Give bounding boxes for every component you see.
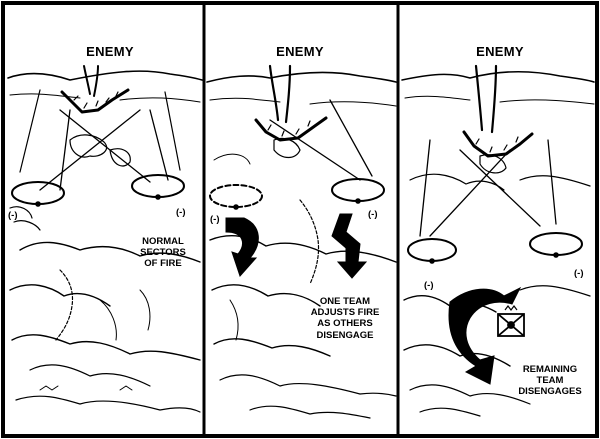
enemy-label-panel-3: ENEMY — [476, 44, 524, 59]
sector-line — [59, 109, 71, 191]
enemy-label-panel-2: ENEMY — [276, 44, 324, 59]
enemy-approach — [474, 64, 498, 134]
team-position-left-vacated — [209, 184, 263, 208]
enemy-approach — [83, 65, 99, 97]
enemy-approach — [268, 64, 292, 124]
sector-line — [39, 109, 141, 191]
position-mark: (-) — [574, 268, 584, 279]
sector-line — [429, 149, 511, 237]
sector-line — [59, 109, 151, 183]
panel-1-drawing — [7, 65, 203, 413]
caption-normal-sectors-of-fire: NORMAL SECTORS OF FIRE — [140, 236, 186, 270]
sector-line — [419, 139, 431, 237]
withdrawal-arrow — [448, 286, 522, 385]
withdrawal-arrow — [331, 213, 368, 279]
horizon-line — [7, 70, 203, 81]
panel-2-drawing — [206, 64, 397, 419]
withdrawal-arrow — [225, 217, 259, 277]
horizon-line — [401, 70, 595, 83]
position-mark: (-) — [176, 207, 186, 218]
panel-3-drawing — [401, 64, 595, 417]
enemy-label-panel-1: ENEMY — [86, 44, 134, 59]
sector-line — [547, 139, 557, 225]
enemy-position — [462, 130, 534, 158]
sector-line — [149, 109, 169, 181]
sector-line — [269, 119, 361, 181]
caption-remaining-team-disengages: REMAINING TEAM DISENGAGES — [518, 364, 582, 398]
enemy-position — [60, 88, 130, 114]
sector-line — [329, 99, 373, 177]
position-mark: (-) — [8, 210, 18, 221]
unit-symbol-icon — [497, 305, 525, 337]
position-mark: (-) — [424, 280, 434, 291]
sector-line — [459, 149, 541, 227]
enemy-position — [254, 116, 328, 142]
position-mark: (-) — [210, 214, 220, 225]
horizon-line — [206, 71, 397, 83]
position-mark: (-) — [368, 209, 378, 220]
caption-one-team-adjusts-fire: ONE TEAM ADJUSTS FIRE AS OTHERS DISENGAG… — [310, 296, 380, 341]
